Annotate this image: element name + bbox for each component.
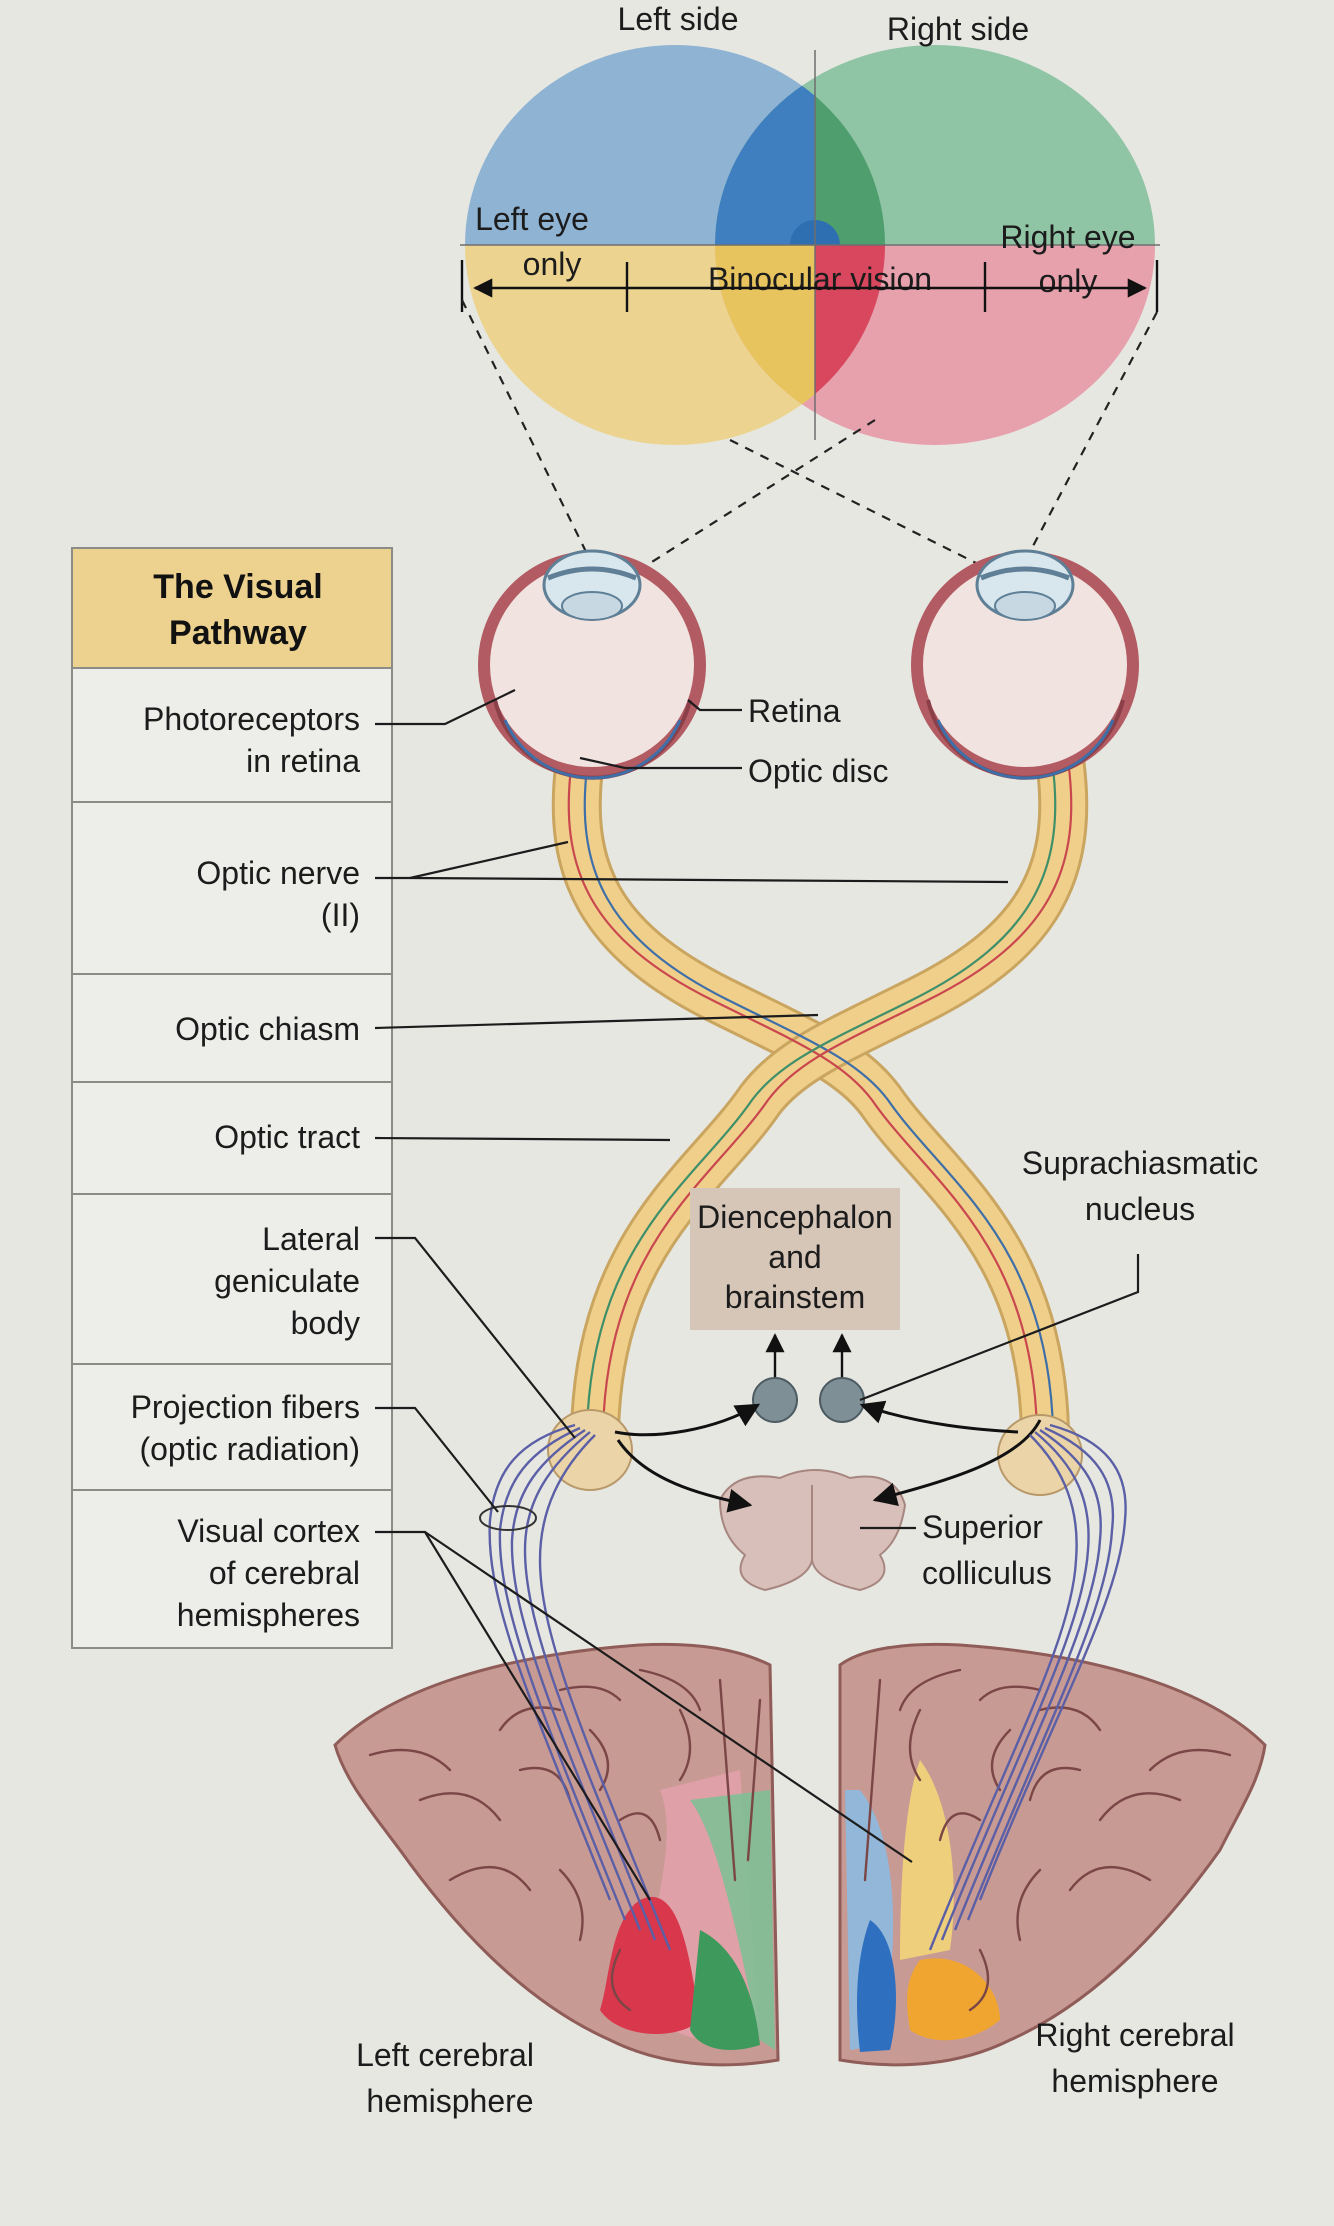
table-cortex-line3: hemispheres: [177, 1597, 360, 1633]
superior-colliculus: [718, 1469, 907, 1592]
table-lgb-line1: Lateral: [262, 1221, 360, 1257]
diencephalon-line3: brainstem: [725, 1279, 866, 1315]
table-optic-nerve-line2: (II): [321, 897, 360, 933]
right-hemisphere-line2: hemisphere: [1051, 2063, 1218, 2099]
optic-pathway: [551, 735, 1089, 1455]
table-title-line2: Pathway: [169, 614, 307, 652]
binocular-vision-label: Binocular vision: [708, 261, 932, 297]
suprachiasmatic-nucleus-right: [819, 1377, 865, 1423]
diencephalon-line2: and: [768, 1239, 821, 1275]
left-eye-only-line1: Left eye: [475, 201, 589, 237]
left-hemisphere-line2: hemisphere: [366, 2083, 533, 2119]
retina-label: Retina: [748, 693, 841, 729]
right-cerebral-hemisphere: [838, 1642, 1267, 2067]
right-side-label: Right side: [887, 11, 1029, 47]
superior-colliculus-line1: Superior: [922, 1509, 1043, 1545]
table-optic-chiasm: Optic chiasm: [175, 1011, 360, 1047]
diencephalon-line1: Diencephalon: [697, 1199, 893, 1235]
table-header: [71, 547, 393, 669]
table-optic-nerve-line1: Optic nerve: [196, 855, 360, 891]
table-lgb-line3: body: [291, 1305, 360, 1341]
right-eye-only-line2: only: [1039, 263, 1098, 299]
table-photoreceptors-line2: in retina: [246, 743, 360, 779]
pathway-table: The Visual Pathway Photoreceptors in ret…: [71, 547, 393, 1649]
visual-field: Left side Right side Left eye only Binoc…: [460, 1, 1160, 445]
right-eye: [911, 549, 1139, 780]
right-eye-only-line1: Right eye: [1000, 219, 1135, 255]
table-cortex-line1: Visual cortex: [177, 1513, 360, 1549]
table-lgb-line2: geniculate: [214, 1263, 360, 1299]
left-cerebral-hemisphere: [333, 1642, 780, 2067]
suprachiasmatic-line1: Suprachiasmatic: [1022, 1145, 1259, 1181]
leader-lines: [374, 689, 1140, 1901]
table-projection-line2: (optic radiation): [139, 1431, 360, 1467]
table-title-line1: The Visual: [153, 568, 322, 606]
table-projection-line1: Projection fibers: [131, 1389, 360, 1425]
diencephalon-box: [690, 1188, 900, 1330]
left-eye-only-line2: only: [523, 246, 582, 282]
left-side-label: Left side: [618, 1, 739, 37]
suprachiasmatic-line2: nucleus: [1085, 1191, 1195, 1227]
superior-colliculus-line2: colliculus: [922, 1555, 1052, 1591]
optic-disc-label: Optic disc: [748, 753, 888, 789]
right-hemisphere-line1: Right cerebral: [1035, 2017, 1234, 2053]
suprachiasmatic-nucleus-left: [752, 1377, 798, 1423]
table-photoreceptors-line1: Photoreceptors: [143, 701, 360, 737]
right-optic-nerve: [573, 738, 1086, 1452]
left-hemisphere-line1: Left cerebral: [356, 2037, 534, 2073]
table-optic-tract: Optic tract: [214, 1119, 360, 1155]
left-eye: [478, 549, 706, 780]
table-cortex-line2: of cerebral: [209, 1555, 360, 1591]
